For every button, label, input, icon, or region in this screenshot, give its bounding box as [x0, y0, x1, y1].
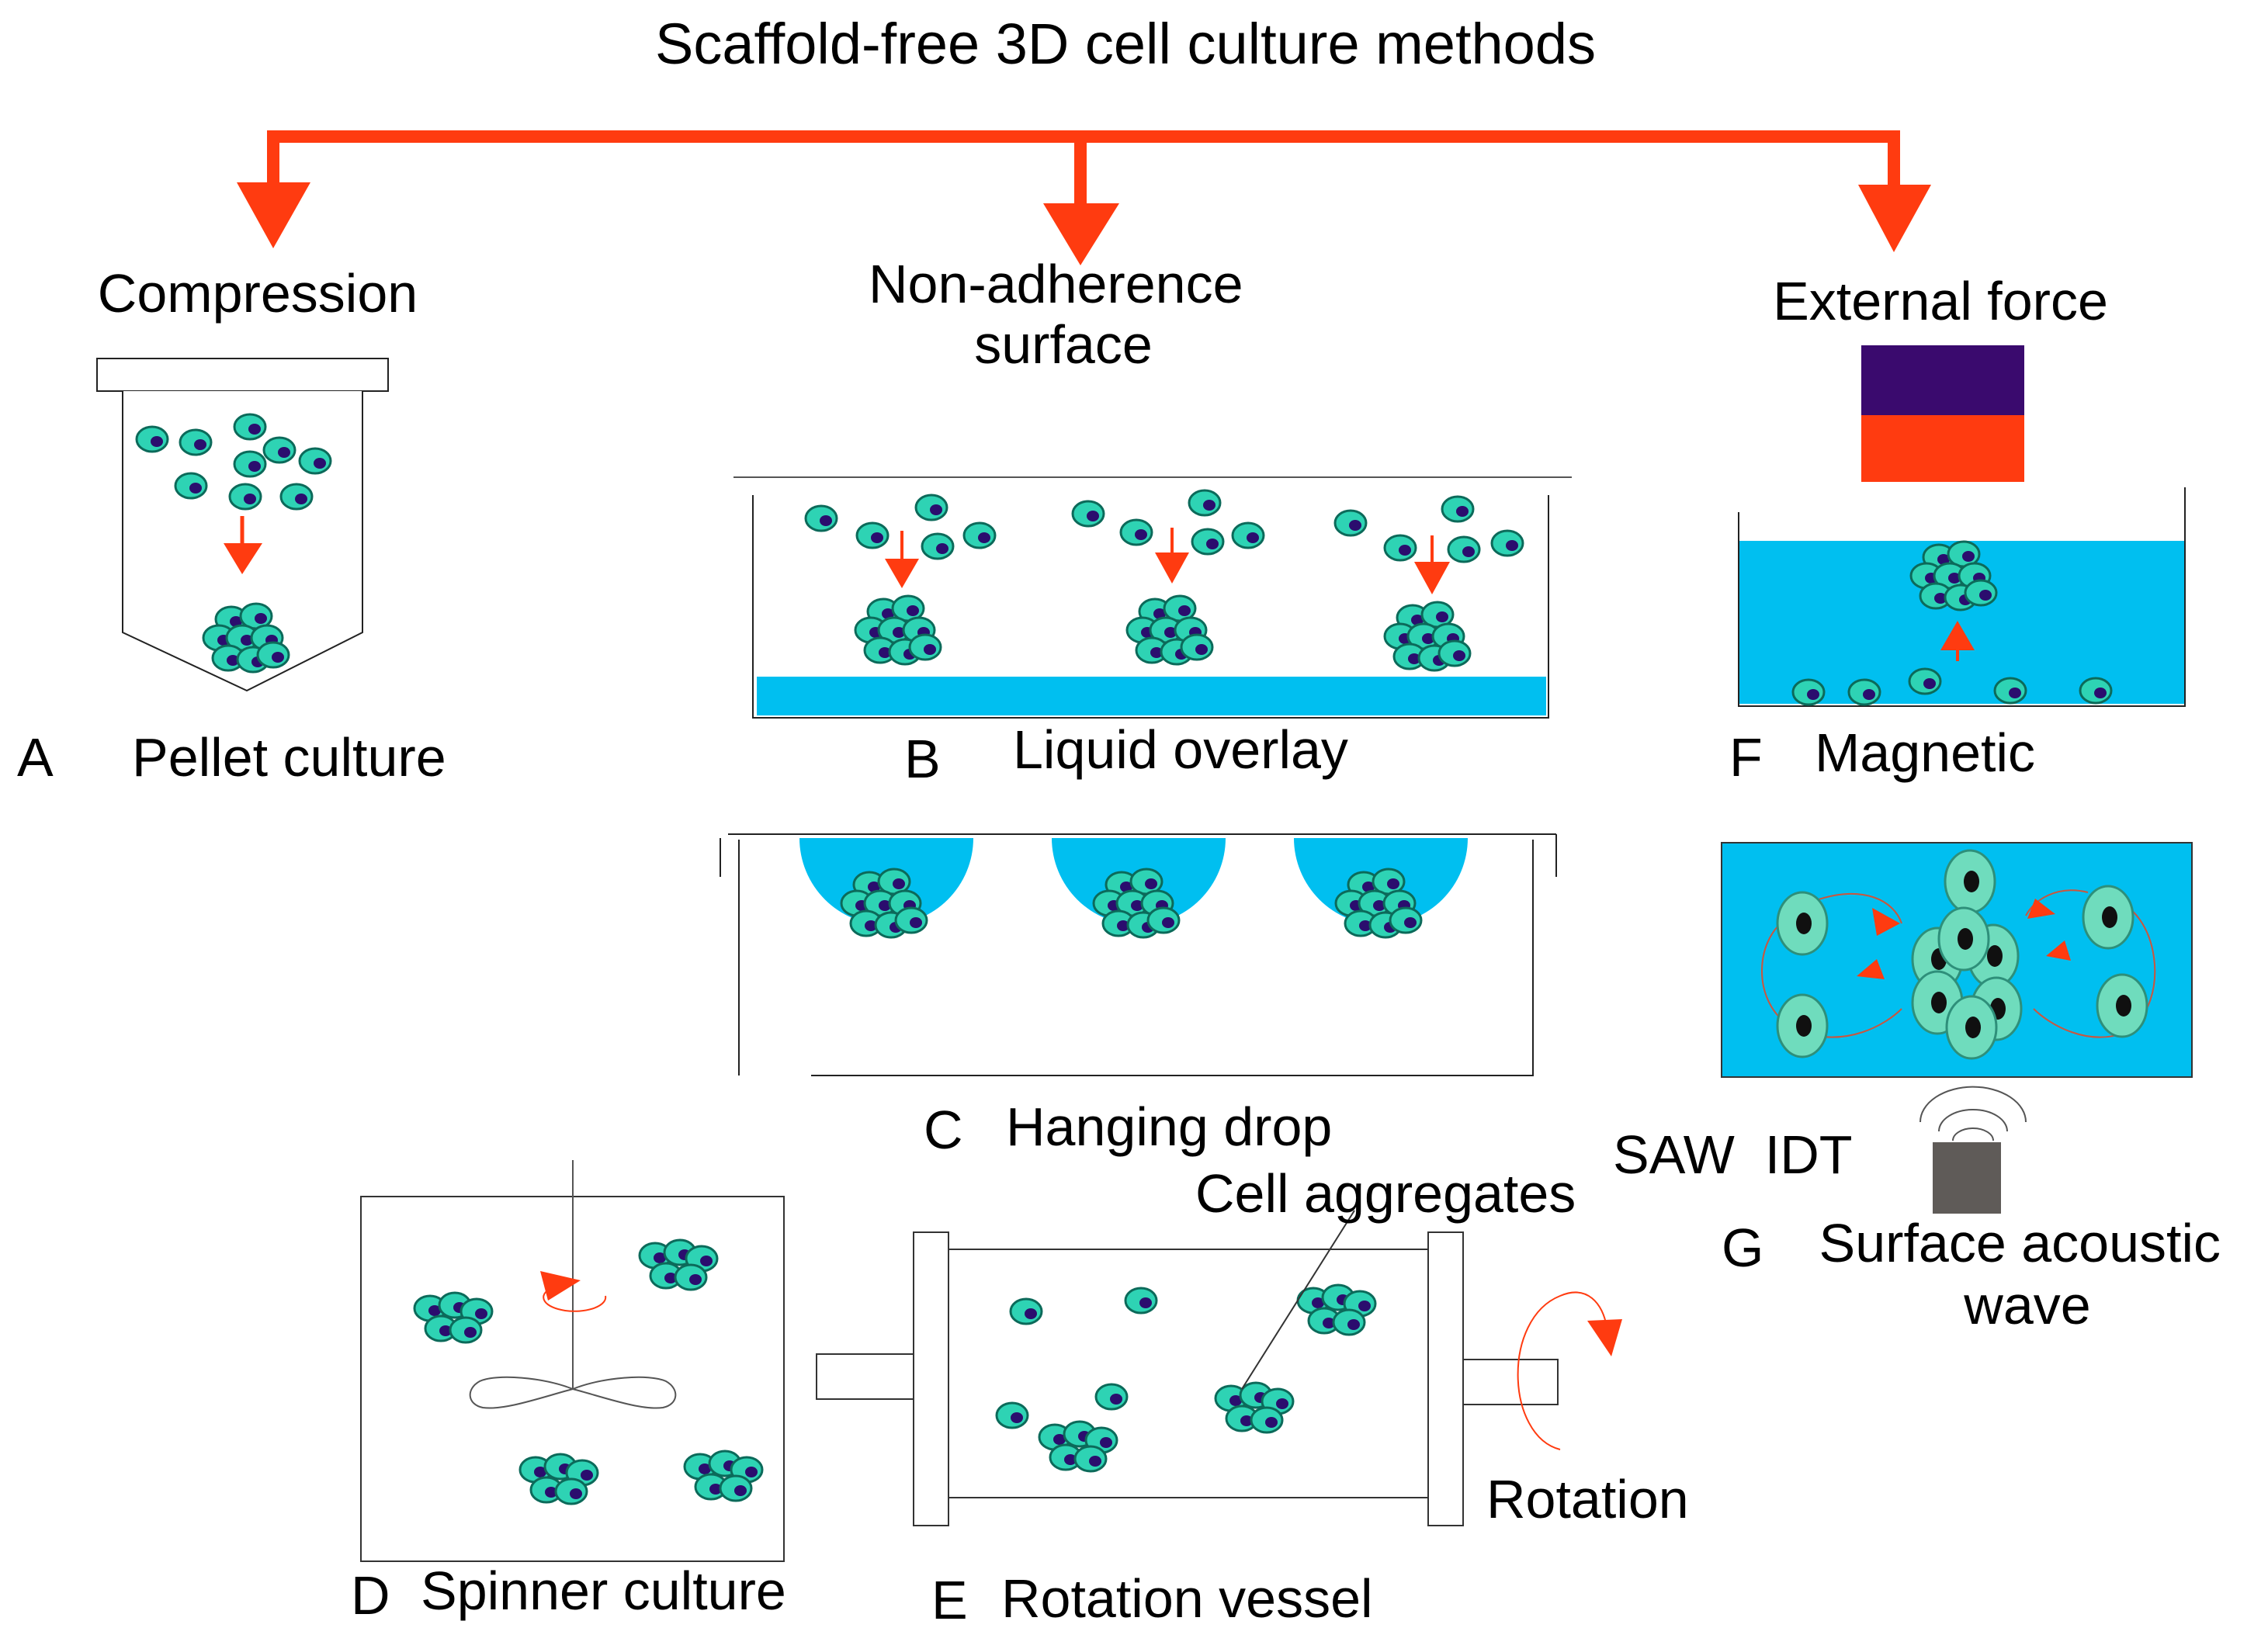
panel-e-callout-line	[1241, 1210, 1355, 1390]
panel-b-letter: B	[904, 729, 941, 789]
panel-d-letter: D	[351, 1565, 390, 1626]
panel-c-letter: C	[924, 1100, 963, 1160]
panel-b-dispersed-cells	[804, 489, 1524, 563]
panel-b-dish	[733, 476, 1572, 719]
annotation-rotation: Rotation	[1486, 1469, 1689, 1529]
panel-c-label: Hanging drop	[1006, 1096, 1332, 1157]
category-external-force: External force	[1773, 271, 2108, 331]
panel-g-flow-arrows	[1857, 899, 2071, 979]
category-compression: Compression	[98, 263, 418, 324]
panel-b-label: Liquid overlay	[1013, 719, 1348, 780]
diagram-title: Scaffold-free 3D cell culture methods	[655, 12, 1596, 76]
annotation-cell-aggregates: Cell aggregates	[1195, 1163, 1576, 1224]
panel-b-aggregate-2	[1127, 596, 1212, 664]
panel-d-impeller	[469, 1160, 677, 1409]
panel-b-medium	[757, 677, 1546, 715]
panel-f-up-arrow	[1940, 621, 1975, 661]
panel-a-settle-arrow	[224, 516, 262, 574]
category-non-adherence: Non-adherence surface	[869, 254, 1258, 375]
panel-g-acoustic-waves	[1919, 1086, 2027, 1141]
panel-f-magnet	[1861, 345, 2024, 482]
panel-d-spin-arrow	[540, 1271, 607, 1312]
panel-b-aggregate-1	[855, 596, 941, 664]
panel-e-rotation-arrow	[1517, 1291, 1622, 1450]
panel-e-letter: E	[931, 1570, 968, 1628]
arrow-to-compression	[237, 182, 310, 248]
panel-c-dish	[720, 833, 1557, 1076]
branch-connector	[267, 130, 1900, 210]
panel-g-label: Surface acoustic wave	[1819, 1213, 2236, 1335]
panel-g-transducer	[1933, 1142, 2001, 1214]
annotation-saw-idt: SAW IDT	[1613, 1124, 1853, 1185]
panel-e-vessel	[816, 1231, 1559, 1526]
panel-e-label: Rotation vessel	[1001, 1568, 1373, 1628]
panel-g-letter: G	[1722, 1218, 1763, 1278]
panel-b-arrows	[885, 528, 1450, 594]
panel-d-label: Spinner culture	[421, 1560, 786, 1621]
panel-b-aggregate-3	[1385, 602, 1470, 670]
panel-a-label: Pellet culture	[132, 727, 446, 788]
panel-a-letter: A	[17, 727, 54, 788]
arrow-to-non-adherence	[1043, 203, 1119, 265]
panel-f-letter: F	[1729, 727, 1763, 788]
arrow-to-external-force	[1858, 185, 1931, 252]
panel-f-label: Magnetic	[1815, 722, 2035, 783]
